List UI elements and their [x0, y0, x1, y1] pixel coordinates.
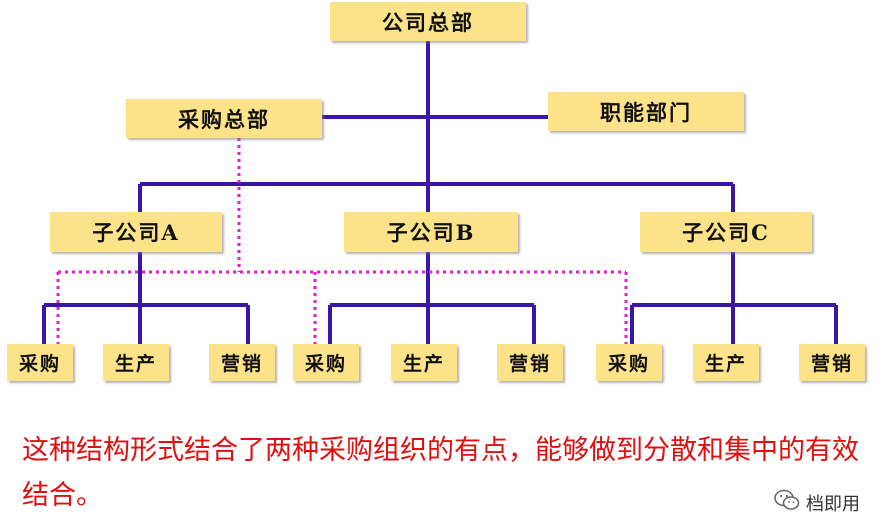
solid-connectors: [42, 40, 838, 344]
node-company-hq: 公司总部: [330, 2, 526, 41]
node-b-production: 生产: [391, 344, 457, 381]
watermark: 档即用: [774, 489, 860, 516]
node-subsidiary-b: 子公司B: [344, 212, 518, 252]
node-subsidiary-a: 子公司A: [50, 212, 222, 252]
node-a-purchase: 采购: [7, 344, 73, 381]
node-b-sales: 营销: [497, 344, 563, 381]
dotted-purchasing-connectors: [56, 138, 628, 344]
node-c-production: 生产: [693, 344, 759, 381]
node-c-purchase: 采购: [596, 344, 662, 381]
node-subsidiary-c: 子公司C: [640, 212, 812, 252]
node-b-purchase: 采购: [293, 344, 359, 381]
node-a-production: 生产: [103, 344, 169, 381]
node-functional-dept: 职能部门: [548, 92, 744, 131]
watermark-text: 档即用: [806, 493, 860, 515]
caption-text: 这种结构形式结合了两种采购组织的有点，能够做到分散和集中的有效结合。: [22, 435, 859, 511]
node-a-sales: 营销: [209, 344, 275, 381]
node-purchasing-hq: 采购总部: [126, 99, 322, 138]
node-c-sales: 营销: [799, 344, 865, 381]
wechat-icon: [774, 489, 800, 516]
